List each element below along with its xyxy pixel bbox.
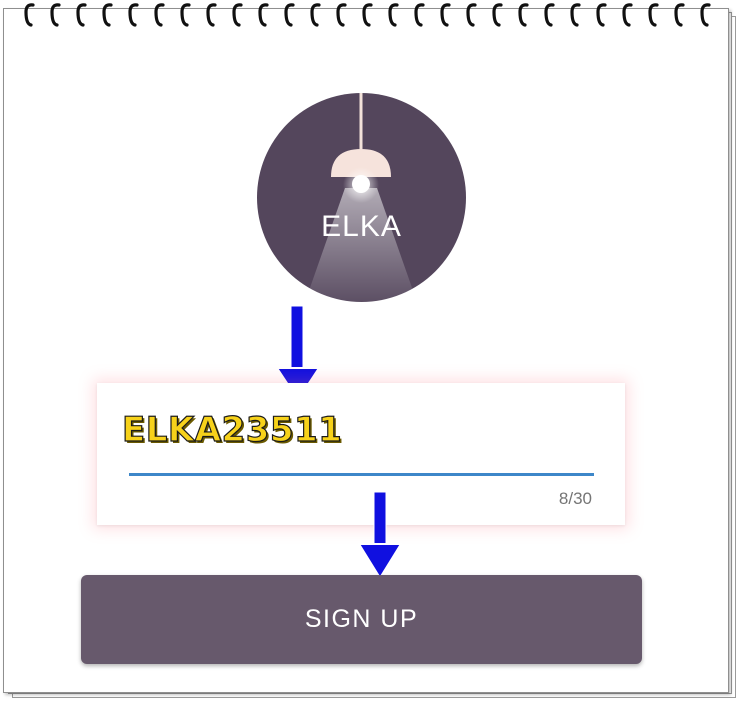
spiral-coil [544,3,555,27]
spiral-coil [674,3,685,27]
character-counter: 8/30 [558,489,592,508]
spiral-coil [362,3,373,27]
spiral-coil [180,3,191,27]
spiral-coil [232,3,243,27]
spiral-coil [50,3,61,27]
username-input[interactable]: ELKA23511 [121,409,343,450]
spiral-coil [154,3,165,27]
spiral-coil [310,3,321,27]
spiral-coil [492,3,503,27]
spiral-coil [284,3,295,27]
input-underline [129,473,594,476]
down-arrow-icon [358,492,402,580]
spiral-coil [596,3,607,27]
app-logo: ELKA [257,93,466,302]
logo-text: ELKA [321,210,402,243]
spiral-coil [24,3,35,27]
signup-button[interactable]: SIGN UP [81,575,642,664]
spiral-coil [128,3,139,27]
spiral-coil [570,3,581,27]
spiral-coil [440,3,451,27]
spiral-coil [76,3,87,27]
spiral-binding-icon [0,0,740,40]
spiral-coil [518,3,529,27]
lamp-icon [305,93,417,302]
spiral-coil [102,3,113,27]
spiral-coil [258,3,269,27]
spiral-coil [648,3,659,27]
spiral-coil [466,3,477,27]
spiral-coil [622,3,633,27]
spiral-coil [700,3,711,27]
spiral-coil [414,3,425,27]
spiral-coil [206,3,217,27]
spiral-coil [388,3,399,27]
spiral-coil [336,3,347,27]
signup-button-label: SIGN UP [304,605,419,633]
username-card [97,383,625,525]
